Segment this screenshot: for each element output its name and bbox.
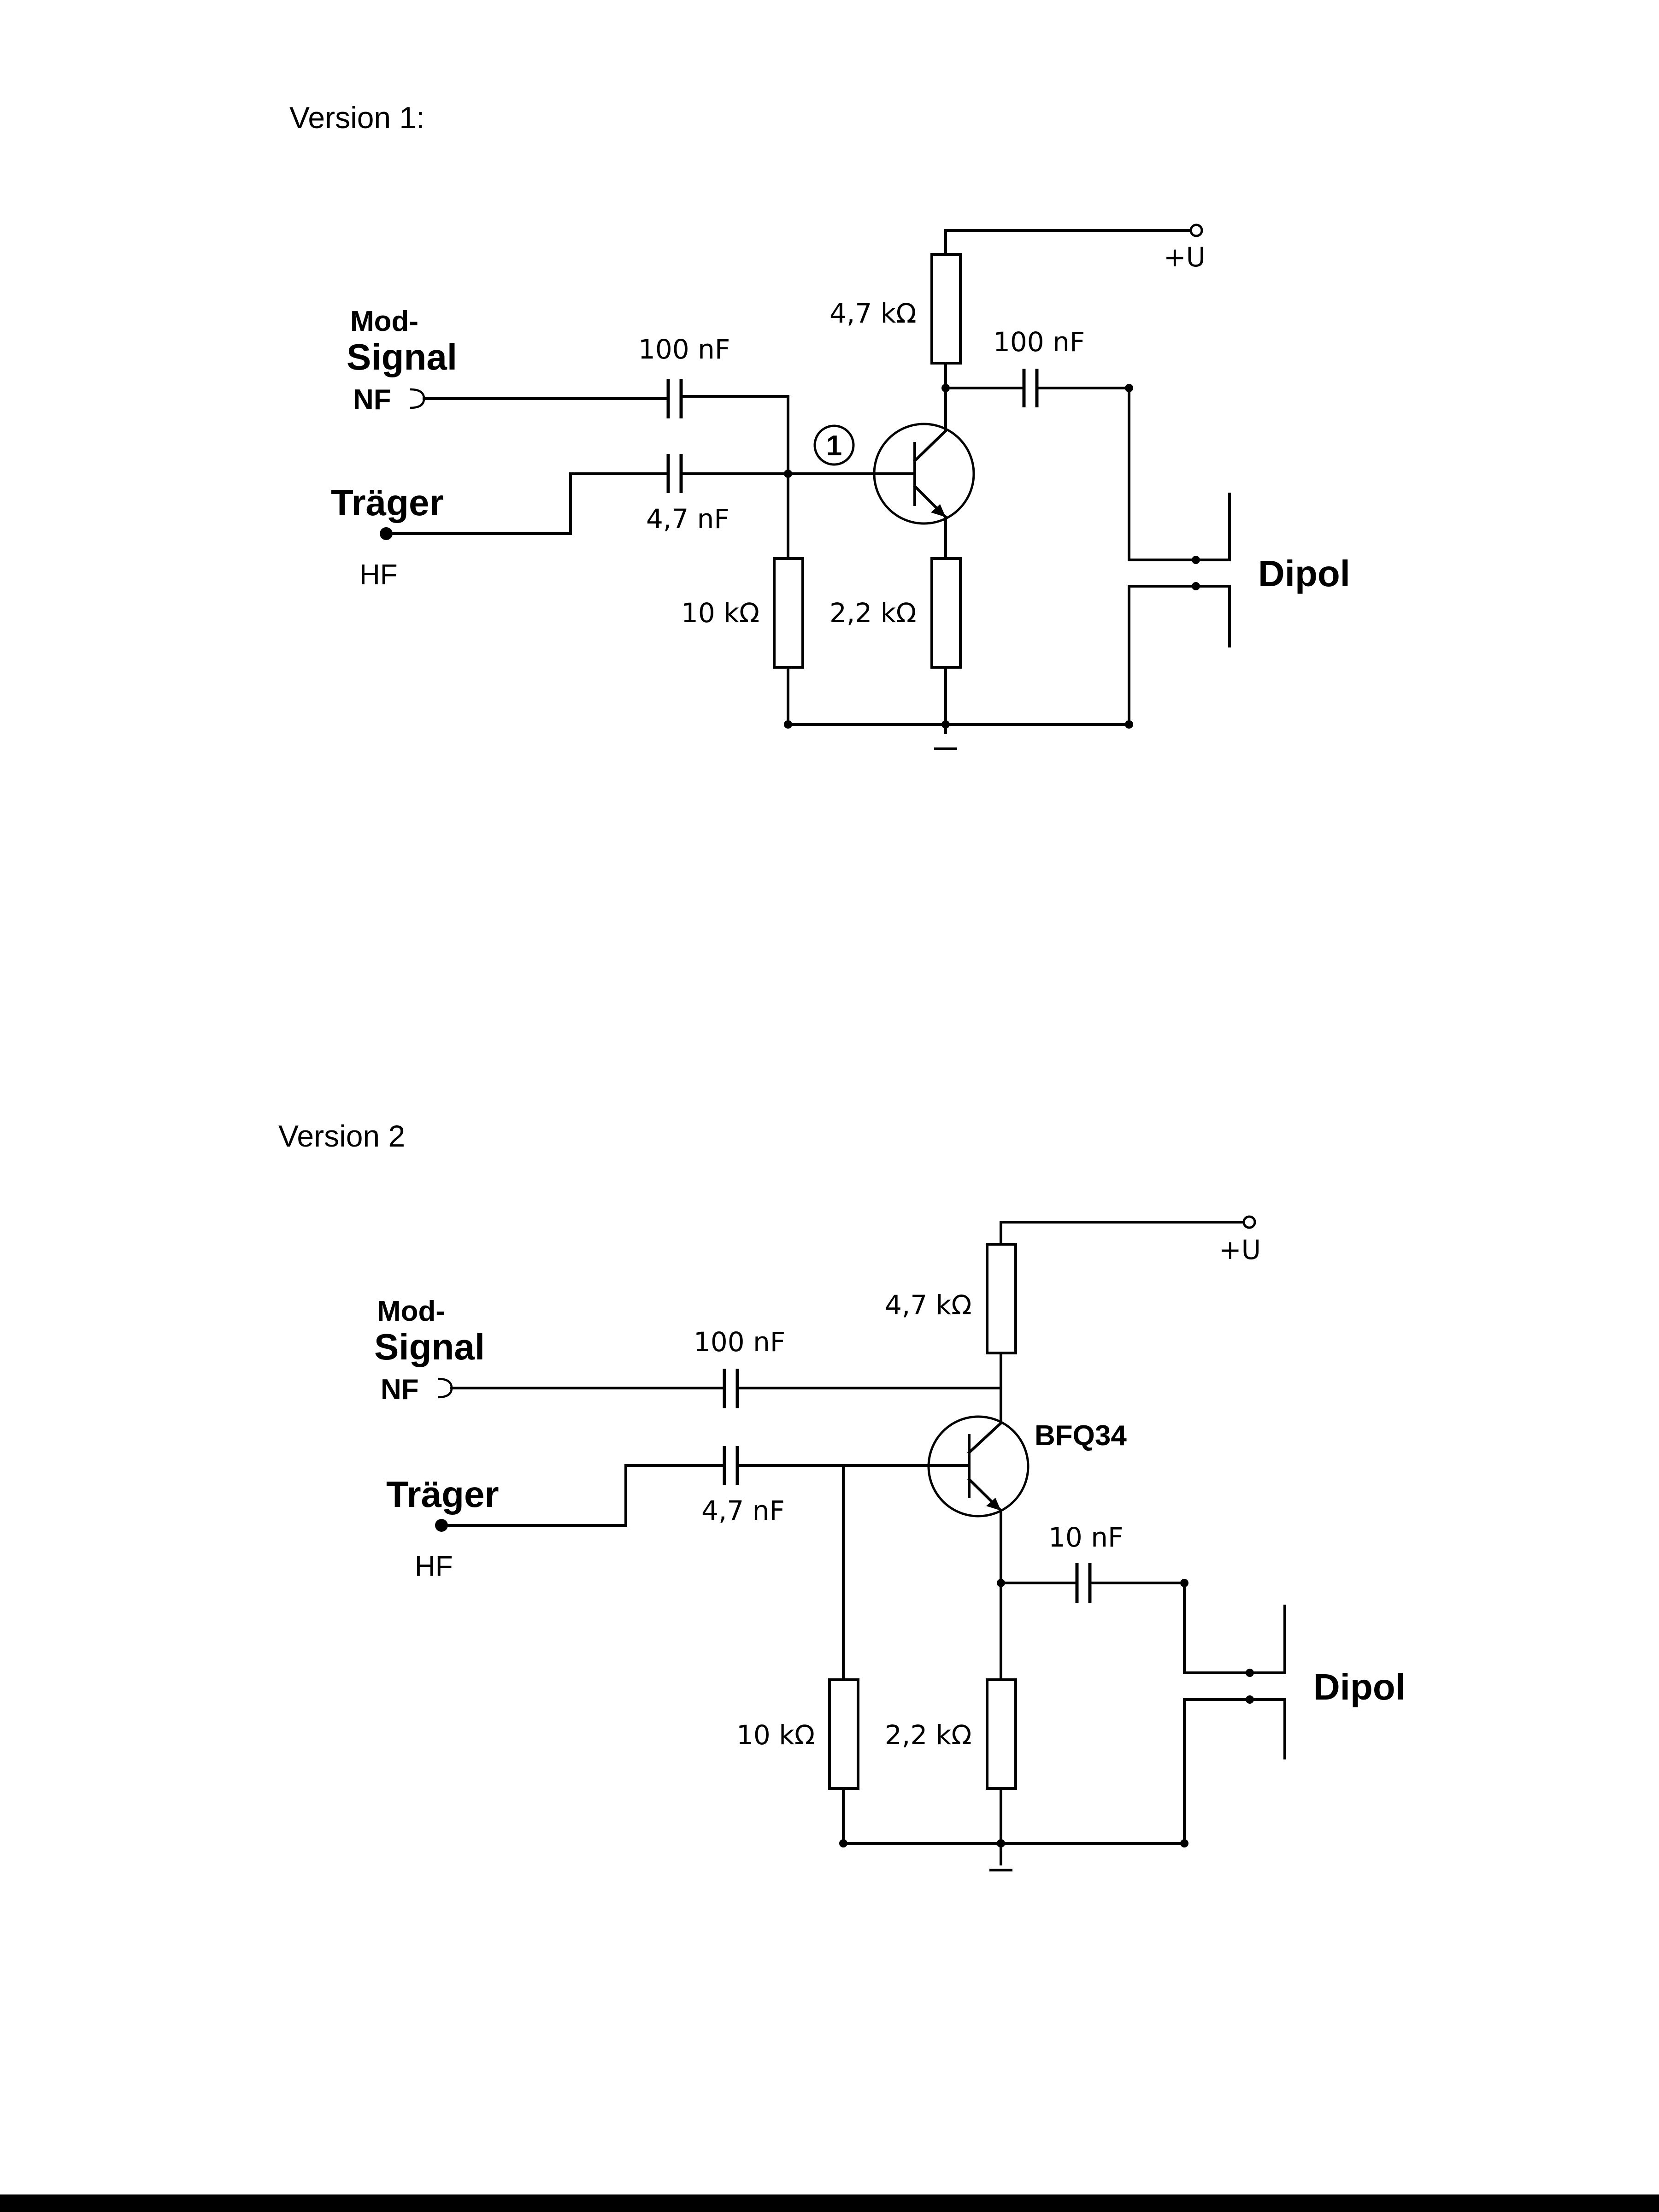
carrier-capacitor bbox=[666, 454, 683, 493]
transistor-collector-lead bbox=[967, 1421, 1003, 1455]
schematic-version-2: Version 2 +U 4,7 kΩ Mod- Signal NF 100 n… bbox=[278, 1119, 1406, 1871]
mod-capacitor-label: 100 nF bbox=[694, 1326, 785, 1358]
mod-capacitor-label: 100 nF bbox=[638, 334, 730, 365]
output-wire-b bbox=[1088, 1582, 1251, 1674]
output-node bbox=[1125, 384, 1133, 392]
base-resistor-label: 10 kΩ bbox=[681, 597, 759, 629]
schematic-version-1: Version 1: +U 4,7 kΩ 100 nF 1 Mod- Sign bbox=[289, 100, 1350, 750]
carrier-input-line2: HF bbox=[359, 559, 398, 591]
dipol-arm-top bbox=[1248, 1605, 1286, 1674]
base-resistor bbox=[773, 557, 804, 669]
emitter-arrow bbox=[986, 1498, 1001, 1511]
carrier-input-line1: Träger bbox=[331, 482, 444, 523]
dipol-feed-wire bbox=[1183, 1698, 1251, 1845]
emitter-arrow bbox=[931, 504, 946, 517]
diagram-title: Version 2 bbox=[278, 1119, 405, 1153]
dipol-arm-top bbox=[1194, 493, 1231, 561]
emitter-resistor-label: 2,2 kΩ bbox=[830, 597, 917, 629]
transistor-label: BFQ34 bbox=[1035, 1420, 1127, 1452]
diagram-title: Version 1: bbox=[289, 100, 425, 135]
dipol-label: Dipol bbox=[1258, 553, 1350, 594]
collector-resistor bbox=[986, 1243, 1017, 1354]
collector-resistor-label: 4,7 kΩ bbox=[830, 298, 917, 329]
collector-resistor bbox=[930, 253, 962, 365]
carrier-input-line2: HF bbox=[415, 1551, 453, 1583]
ground-node-left bbox=[784, 720, 792, 729]
output-capacitor bbox=[1022, 369, 1039, 407]
node-marker bbox=[813, 424, 855, 466]
mod-input-jack-icon bbox=[437, 1377, 453, 1399]
dipol-feed-wire bbox=[1128, 585, 1197, 726]
dipol-arm-bottom bbox=[1194, 585, 1231, 647]
mod-capacitor bbox=[666, 379, 683, 418]
bottom-border bbox=[0, 2194, 1659, 2212]
transistor-collector-lead bbox=[912, 429, 948, 463]
mod-input-line1: Mod- bbox=[377, 1295, 445, 1327]
mod-input-line2: Signal bbox=[374, 1326, 485, 1367]
output-wire-b bbox=[1035, 387, 1197, 561]
supply-label: +U bbox=[1219, 1234, 1261, 1265]
supply-wire bbox=[944, 229, 1195, 255]
carrier-input-wire bbox=[385, 472, 669, 535]
mod-input-line3: NF bbox=[353, 384, 391, 416]
ground-node-left bbox=[839, 1839, 847, 1847]
node-marker-label: 1 bbox=[826, 430, 842, 462]
ground-node-mid bbox=[941, 720, 950, 729]
carrier-input-wire bbox=[440, 1464, 725, 1527]
mod-input-line1: Mod- bbox=[350, 306, 418, 337]
supply-wire bbox=[1000, 1221, 1248, 1246]
mod-capacitor bbox=[723, 1369, 739, 1408]
output-node bbox=[1180, 1579, 1188, 1587]
base-resistor-label: 10 kΩ bbox=[736, 1719, 815, 1751]
output-capacitor-label: 10 nF bbox=[1048, 1522, 1123, 1553]
ground-node-mid bbox=[997, 1839, 1005, 1847]
dipol-arm-bottom bbox=[1248, 1698, 1286, 1759]
carrier-capacitor-label: 4,7 nF bbox=[701, 1495, 785, 1526]
carrier-capacitor bbox=[723, 1446, 739, 1485]
emitter-resistor-label: 2,2 kΩ bbox=[885, 1719, 972, 1751]
base-resistor bbox=[828, 1678, 859, 1790]
collector-resistor-label: 4,7 kΩ bbox=[885, 1289, 972, 1321]
emitter-resistor bbox=[930, 557, 962, 669]
supply-terminal bbox=[1189, 224, 1203, 237]
mod-input-line3: NF bbox=[381, 1374, 419, 1406]
supply-terminal bbox=[1242, 1215, 1256, 1229]
mod-input-line2: Signal bbox=[347, 336, 457, 377]
dipol-label: Dipol bbox=[1313, 1666, 1406, 1707]
emitter-resistor bbox=[986, 1678, 1017, 1790]
carrier-capacitor-label: 4,7 nF bbox=[646, 503, 729, 535]
output-capacitor bbox=[1075, 1563, 1092, 1603]
supply-label: +U bbox=[1164, 241, 1206, 273]
mod-input-jack-icon bbox=[410, 388, 425, 409]
carrier-input-line1: Träger bbox=[386, 1474, 499, 1515]
output-capacitor-label: 100 nF bbox=[993, 326, 1085, 358]
